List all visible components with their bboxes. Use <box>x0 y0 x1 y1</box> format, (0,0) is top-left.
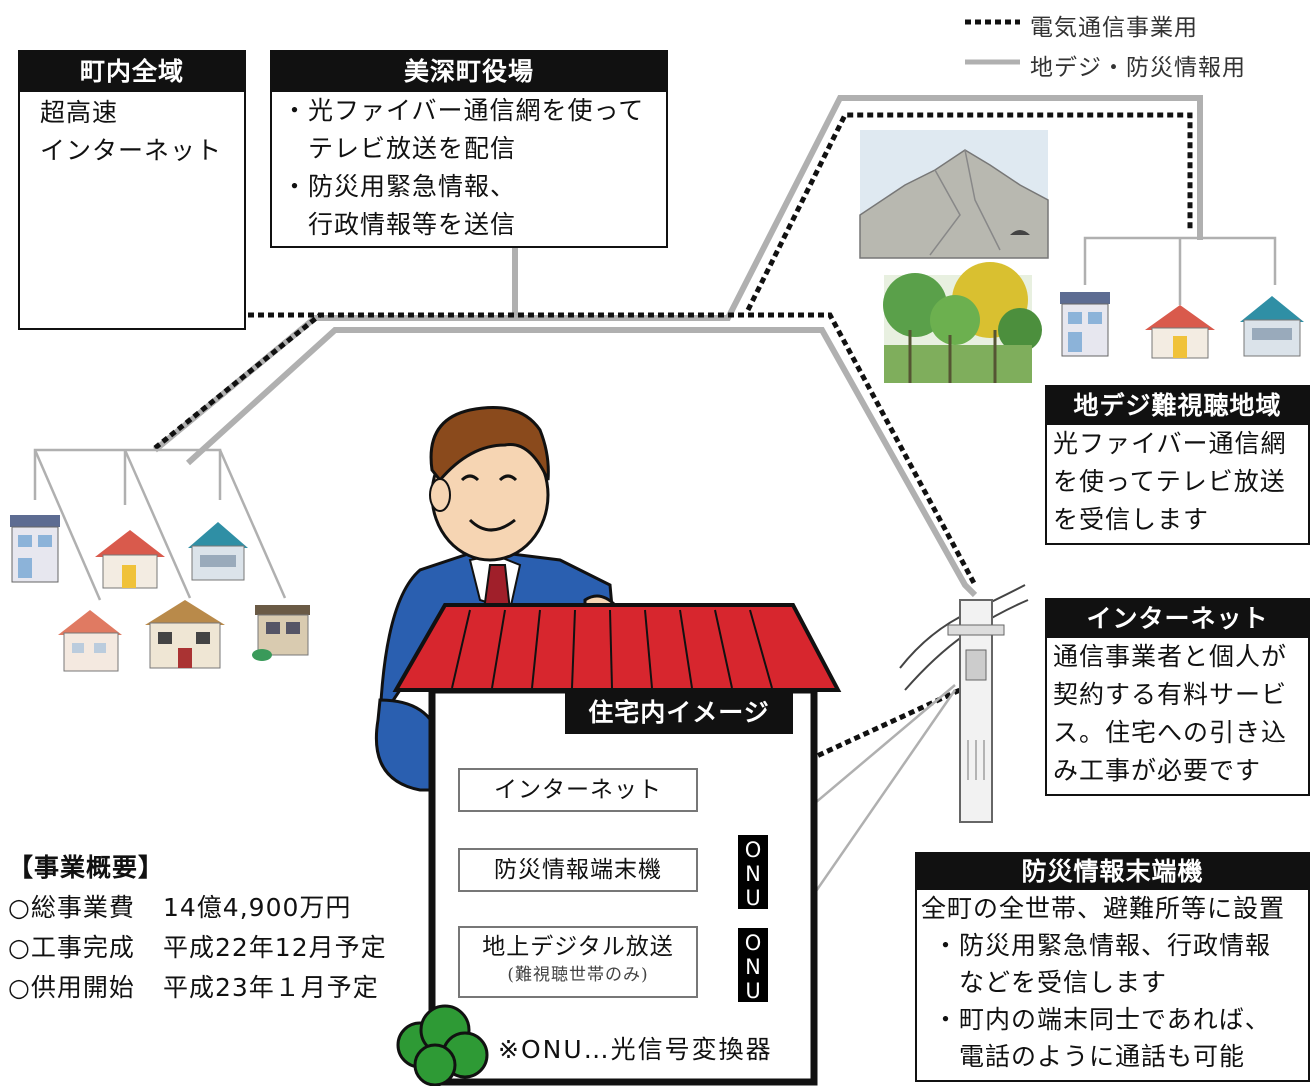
internet-info-box: インターネット 通信事業者と個人が 契約する有料サービ ス。住宅への引き込 み工… <box>1045 598 1310 796</box>
internet-info-title: インターネット <box>1047 600 1308 638</box>
house-icon <box>1145 305 1215 359</box>
internet-info-line-4: み工事が必要です <box>1053 756 1262 785</box>
summary-row-value: 14億4,900万円 <box>163 893 352 922</box>
onu-text: ONU <box>741 838 765 910</box>
house-internet-item: インターネット <box>458 768 698 812</box>
difficult-area-title: 地デジ難視聴地域 <box>1047 387 1308 425</box>
house-icon <box>1240 296 1304 357</box>
house-image-label: 住宅内イメージ <box>565 692 793 734</box>
legend-dotted-label: 電気通信事業用 <box>1030 15 1198 41</box>
onu-note: ※ONU…光信号変換器 <box>498 1035 773 1064</box>
house-digital-item: 地上デジタル放送 (難視聴世帯のみ) <box>458 926 698 998</box>
disaster-terminal-line-3: などを受信します <box>933 968 1168 997</box>
summary-row-value: 平成22年12月予定 <box>163 933 387 962</box>
disaster-terminal-line-5: 電話のように通話も可能 <box>933 1042 1246 1071</box>
house-icon <box>145 600 225 669</box>
house-digital-title: 地上デジタル放送 <box>482 934 674 960</box>
left-houses <box>10 515 310 672</box>
internet-info-line-3: ス。住宅への引き込 <box>1053 718 1288 747</box>
house-outline <box>392 603 842 1086</box>
right-houses <box>1060 292 1304 359</box>
summary-title: 【事業概要】 <box>8 853 165 882</box>
house-digital-sub: (難視聴世帯のみ) <box>507 965 649 985</box>
town-all-box: 町内全域 超高速 インターネット <box>18 50 246 330</box>
house-icon <box>252 605 310 661</box>
disaster-terminal-line-4: ・町内の端末同士であれば、 <box>933 1005 1271 1034</box>
summary-row-value: 平成23年１月予定 <box>163 973 379 1002</box>
house-icon <box>58 610 122 672</box>
disaster-terminal-box: 防災情報末端機 全町の全世帯、避難所等に設置 ・防災用緊急情報、行政情報 などを… <box>915 852 1310 1082</box>
town-all-title: 町内全域 <box>20 52 244 92</box>
disaster-terminal-line-1: 全町の全世帯、避難所等に設置 <box>921 894 1286 923</box>
internet-info-line-2: 契約する有料サービ <box>1053 680 1288 709</box>
summary-row-label: ○総事業費 <box>8 893 135 922</box>
onu-text: ONU <box>741 931 765 1003</box>
house-icon <box>188 522 248 581</box>
town-hall-line-2: テレビ放送を配信 <box>282 134 517 163</box>
disaster-terminal-line-2: ・防災用緊急情報、行政情報 <box>933 931 1272 960</box>
legend-solid-label: 地デジ・防災情報用 <box>1030 55 1246 81</box>
tree-illustration <box>396 1004 489 1086</box>
left-house-lines <box>33 448 287 601</box>
summary-row-label: ○工事完成 <box>8 933 135 962</box>
right-house-lines <box>1083 236 1277 305</box>
disaster-terminal-title: 防災情報末端機 <box>917 854 1308 890</box>
difficult-area-line-1: 光ファイバー通信網 <box>1053 429 1287 458</box>
summary-row: ○工事完成平成22年12月予定 <box>8 928 388 968</box>
difficult-area-line-3: を受信します <box>1053 505 1210 534</box>
difficult-area-box: 地デジ難視聴地域 光ファイバー通信網 を使ってテレビ放送 を受信します <box>1045 385 1310 545</box>
town-all-line-1: 超高速 <box>40 98 119 127</box>
house-terminal-item: 防災情報端末機 <box>458 848 698 892</box>
house-icon <box>1060 292 1110 357</box>
summary-row: ○総事業費 14億4,900万円 <box>8 888 388 928</box>
onu-label-digital: ONU <box>738 928 768 1003</box>
summary-row-label: ○供用開始 <box>8 973 135 1002</box>
town-hall-box: 美深町役場 ・光ファイバー通信網を使って テレビ放送を配信 ・防災用緊急情報、 … <box>270 50 668 248</box>
mountain-illustration <box>859 130 1049 259</box>
town-hall-title: 美深町役場 <box>272 52 666 92</box>
summary-row: ○供用開始平成23年１月予定 <box>8 968 388 1008</box>
town-hall-line-4: 行政情報等を送信 <box>282 210 517 239</box>
town-hall-line-3: ・防災用緊急情報、 <box>282 172 517 201</box>
dotted-network-lines <box>153 112 1193 813</box>
onu-label-terminal: ONU <box>738 835 768 910</box>
house-icon <box>95 530 165 589</box>
town-hall-line-1: ・光ファイバー通信網を使って <box>282 96 645 125</box>
town-all-line-2: インターネット <box>40 136 223 165</box>
forest-illustration <box>883 262 1042 383</box>
house-icon <box>10 515 60 583</box>
utility-pole-illustration <box>899 584 1029 823</box>
internet-info-line-1: 通信事業者と個人が <box>1053 642 1288 671</box>
summary-block: 【事業概要】 ○総事業費 14億4,900万円 ○工事完成平成22年12月予定 ○… <box>8 848 388 1008</box>
difficult-area-line-2: を使ってテレビ放送 <box>1053 467 1286 496</box>
